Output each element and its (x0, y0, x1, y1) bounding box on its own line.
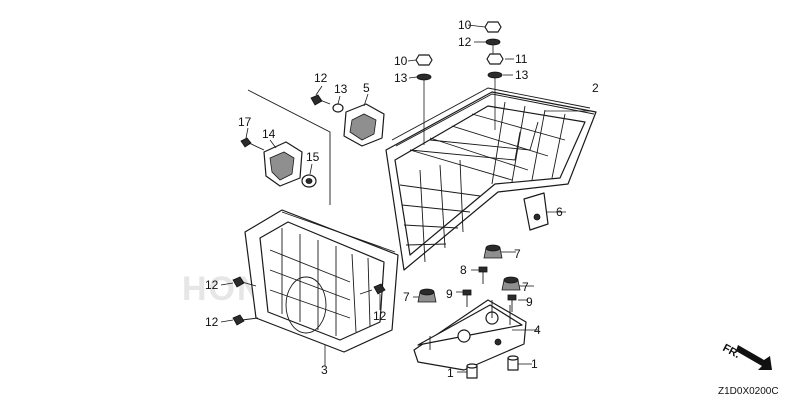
rubber-mount-part-7-c[interactable] (501, 276, 521, 291)
nut-part-10-a[interactable] (484, 21, 502, 33)
bolt-part-12-b[interactable] (232, 314, 259, 326)
bolt-part-17[interactable] (240, 137, 265, 151)
nut-part-10-b[interactable] (415, 54, 433, 66)
leader-lines (220, 24, 590, 373)
bracket-part-15[interactable] (263, 141, 303, 187)
base-plate-part-4[interactable] (413, 299, 527, 371)
callout-9-b: 9 (526, 295, 533, 309)
drawing-code: Z1D0X0200C (718, 386, 779, 397)
nut-stack-centerlines (423, 45, 496, 145)
callout-5: 5 (363, 81, 370, 95)
callout-14: 13 (334, 82, 348, 96)
callout-10-a: 10 (458, 18, 472, 32)
callout-12-a: 12 (205, 278, 219, 292)
rubber-mount-part-7-b[interactable] (417, 288, 437, 303)
bolt-part-12-a[interactable] (232, 276, 257, 288)
callout-7-a: 7 (514, 247, 521, 261)
callout-13-c: 13 (515, 68, 529, 82)
plate-part-6[interactable] (523, 192, 549, 231)
washer-part-14[interactable] (332, 103, 344, 113)
callout-16: 15 (306, 150, 320, 164)
guard-frame-part-3[interactable] (244, 209, 399, 353)
callout-11: 12 (314, 71, 328, 85)
callout-7-c: 7 (522, 280, 529, 294)
callout-3: 3 (321, 363, 328, 377)
callout-12-b: 12 (205, 315, 219, 329)
bolt-part-8[interactable] (478, 266, 488, 284)
callout-7-b: 7 (403, 290, 410, 304)
callout-4: 4 (534, 323, 541, 337)
bolt-part-12-c[interactable] (359, 283, 386, 295)
callout-1-a: 1 (447, 366, 454, 380)
bolt-part-9-b[interactable] (507, 294, 517, 312)
callout-10-b: 10 (394, 54, 408, 68)
front-direction-arrow-icon (736, 345, 772, 370)
collar-part-1-a[interactable] (466, 363, 478, 379)
callout-13-b: 13 (394, 71, 408, 85)
bolt-part-9-a[interactable] (462, 289, 472, 307)
rubber-mount-part-7-a[interactable] (483, 244, 503, 259)
washer-part-13-a[interactable] (485, 38, 501, 46)
callout-10-c: 11 (515, 52, 528, 66)
washer-part-13-c[interactable] (487, 71, 503, 79)
callout-13-a: 12 (458, 35, 472, 49)
callout-9-a: 9 (446, 287, 453, 301)
callout-15: 14 (262, 127, 276, 141)
guard-frame-part-2[interactable] (385, 87, 597, 271)
callout-17: 17 (238, 115, 252, 129)
callout-8: 8 (460, 263, 467, 277)
washer-part-13-b[interactable] (416, 73, 432, 81)
callout-12-c: 12 (373, 309, 387, 323)
collar-part-1-b[interactable] (507, 355, 519, 371)
front-direction-label: FR. (721, 342, 742, 361)
callout-6: 6 (556, 205, 563, 219)
bolt-part-11[interactable] (310, 94, 331, 106)
group-separator-line (247, 89, 331, 205)
bracket-part-5[interactable] (343, 103, 385, 147)
callout-2: 2 (592, 81, 599, 95)
callout-1-b: 1 (531, 357, 538, 371)
nut-part-16[interactable] (301, 174, 317, 188)
nut-part-10-c[interactable] (486, 53, 504, 65)
